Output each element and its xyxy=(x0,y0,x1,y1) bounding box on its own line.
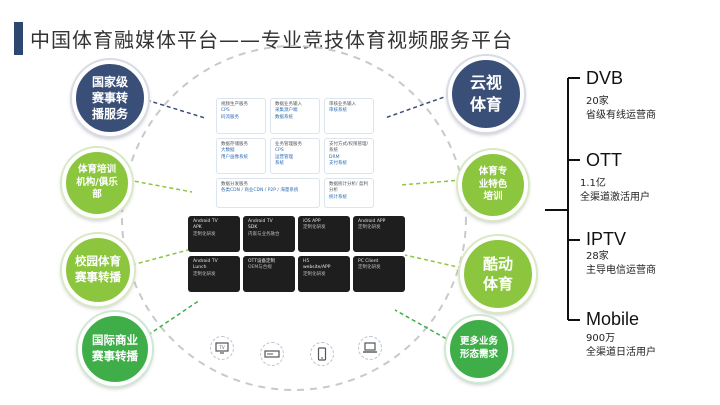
connector-right-3 xyxy=(404,254,463,269)
phone-icon xyxy=(310,342,334,366)
connector-right-1 xyxy=(384,94,451,119)
stat-ott-value: 1.1亿 xyxy=(580,178,606,189)
svg-text:TV: TV xyxy=(218,345,224,350)
stat-ott-desc: 全渠道激活用户 xyxy=(580,192,650,203)
module-data-analytics: 数据统计分析/ 盈利分析统计系统 xyxy=(324,178,374,208)
laptop-icon xyxy=(358,336,382,360)
module-data-input: 数据业务输入采集源户端 数据系统 xyxy=(270,98,320,134)
stat-mobile-head: Mobile xyxy=(586,309,640,329)
page-title: 中国体育融媒体平台——专业竞技体育视频服务平台 xyxy=(30,28,513,52)
module-review-input: 审核业务输入审核系统 xyxy=(324,98,374,134)
stat-dvb-head: DVB xyxy=(586,68,624,88)
stat-dvb-desc: 省级有线运营商 xyxy=(586,110,656,121)
set-top-box-icon xyxy=(260,342,284,366)
platform-boundary-circle xyxy=(121,45,467,391)
bubble-sports-training: 体育培训 机构/俱乐 部 xyxy=(62,148,132,218)
tv-icon: TV xyxy=(210,336,234,360)
module-data-distribution: 数据分发服务各类CDN / 商业CDN / P2P / 海量系统 xyxy=(216,178,320,208)
bubble-international-broadcast: 国际商业 赛事转播 xyxy=(78,312,152,386)
stat-dvb-value: 20家 xyxy=(586,96,609,107)
stat-mobile-desc: 全渠道日活用户 xyxy=(586,347,656,358)
stat-iptv-value: 28家 xyxy=(586,251,609,262)
module-data-storage: 数据存储服务大数据 用户画像系统 xyxy=(216,138,266,174)
title-accent-bar xyxy=(14,22,23,55)
bubble-professional-training: 体育专 业特色 培训 xyxy=(458,150,528,220)
stat-iptv-head: IPTV xyxy=(586,229,627,249)
bubble-kudong-sports: 酷动 体育 xyxy=(460,236,536,312)
bubble-campus-sports: 校园体育 赛事转播 xyxy=(62,234,134,306)
bubble-more-business: 更多业务 形态需求 xyxy=(446,316,512,382)
bubble-national-broadcast: 国家级 赛事转 播服务 xyxy=(72,60,148,136)
connector-left-3 xyxy=(131,249,189,266)
connector-right-2 xyxy=(399,179,463,186)
stat-mobile-value: 900万 xyxy=(586,333,616,344)
connector-left-1 xyxy=(139,97,206,119)
bubble-yunshi-sports: 云视 体育 xyxy=(448,56,524,132)
stat-ott-head: OTT xyxy=(586,150,622,170)
stat-iptv-desc: 主导电信运营商 xyxy=(586,265,656,276)
connector-left-4 xyxy=(147,299,201,336)
connector-right-4 xyxy=(394,309,453,343)
connector-left-2 xyxy=(127,179,193,193)
